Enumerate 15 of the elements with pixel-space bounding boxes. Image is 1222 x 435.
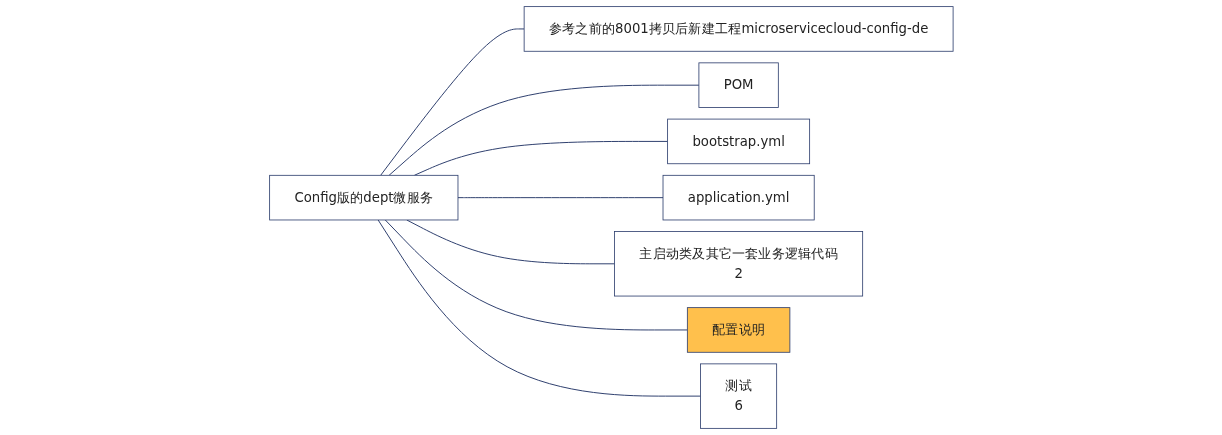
connector: [384, 219, 688, 331]
connector: [413, 140, 668, 176]
node-box: bootstrap.yml: [666, 118, 810, 165]
node-box: 参考之前的8001拷贝后新建工程microservicecloud-config-de: [523, 6, 954, 52]
connector: [377, 219, 701, 397]
connector: [457, 197, 664, 199]
node-box: Config版的dept微服务: [268, 174, 459, 221]
node-box: POM: [698, 62, 779, 108]
connector: [405, 219, 615, 265]
node-box: 主启动类及其它一套业务逻辑代码 2: [613, 231, 863, 297]
node-box: 测试 6: [699, 363, 777, 429]
node-box: application.yml: [662, 174, 815, 221]
node-box: 配置说明: [686, 307, 790, 353]
connector: [379, 28, 525, 176]
connector: [388, 84, 700, 176]
